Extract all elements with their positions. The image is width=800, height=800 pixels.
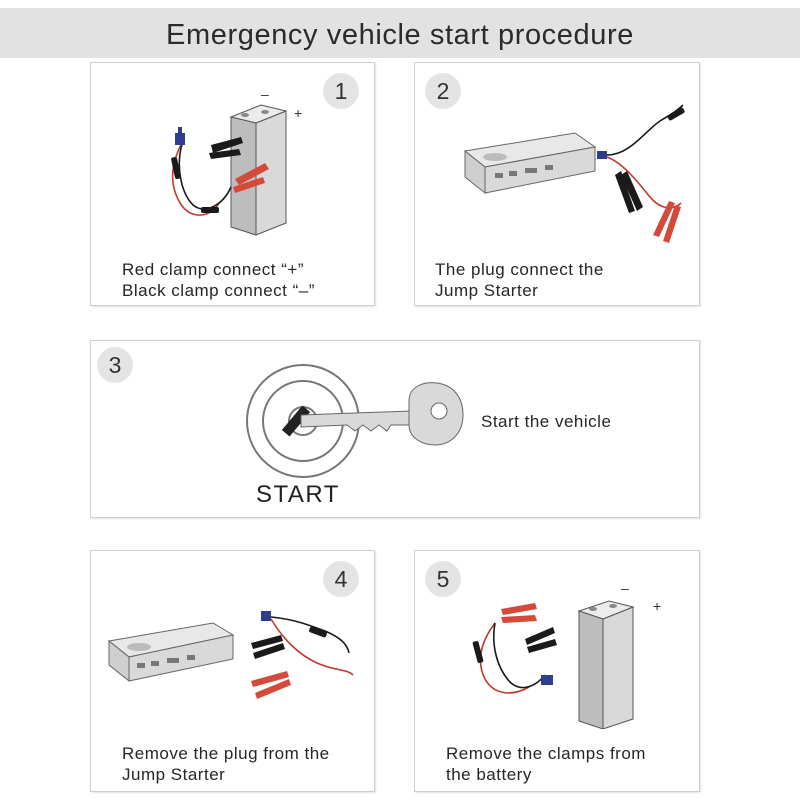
battery-minus-sign: – <box>261 86 269 102</box>
start-label: START <box>256 481 340 508</box>
step-3-caption: Start the vehicle <box>481 411 611 432</box>
jump-starter-unplugged-icon <box>107 611 354 699</box>
step-1-caption-line-2: Black clamp connect “–” <box>122 281 315 300</box>
step-2-caption: The plug connect the Jump Starter <box>435 259 604 301</box>
step-4-panel: 4 Remove the plug from the Jump Starter <box>90 550 375 792</box>
page-title: Emergency vehicle start procedure <box>166 19 634 51</box>
step-5-badge: 5 <box>425 561 461 597</box>
step-4-badge: 4 <box>323 561 359 597</box>
step-2-caption-line-2: Jump Starter <box>435 281 539 300</box>
step-1-panel: 1 – + Red clamp connect “+” Black clamp … <box>90 62 375 306</box>
step-4-caption: Remove the plug from the Jump Starter <box>122 743 330 785</box>
battery-plus-sign: + <box>294 105 302 121</box>
battery-with-clamps-icon: – + <box>171 86 302 236</box>
step-1-caption-line-1: Red clamp connect “+” <box>122 260 304 279</box>
battery-plus-sign: + <box>653 598 661 614</box>
step-1-caption: Red clamp connect “+” Black clamp connec… <box>122 259 315 301</box>
step-3-caption-line-1: Start the vehicle <box>481 412 612 431</box>
step-2-caption-line-1: The plug connect the <box>435 260 604 279</box>
jump-starter-with-plug-icon <box>463 104 685 243</box>
step-2-badge: 2 <box>425 73 461 109</box>
ignition-key-icon <box>246 364 464 478</box>
battery-icon <box>577 600 635 729</box>
step-3-badge: 3 <box>97 347 133 383</box>
step-2-panel: 2 The plug connect the Jump Starter <box>414 62 700 306</box>
step-4-caption-line-1: Remove the plug from the <box>122 744 330 763</box>
battery-with-removed-clamps-icon: – + <box>472 580 661 729</box>
step-1-badge: 1 <box>323 73 359 109</box>
battery-icon <box>229 104 288 236</box>
step-5-panel: 5 – + Remove the clamps from the battery <box>414 550 700 792</box>
step-5-caption-line-2: the battery <box>446 765 532 784</box>
step-3-panel: 3 START Start the vehicle <box>90 340 700 518</box>
step-5-caption-line-1: Remove the clamps from <box>446 744 646 763</box>
header-bar: Emergency vehicle start procedure <box>0 8 800 58</box>
step-4-caption-line-2: Jump Starter <box>122 765 226 784</box>
jump-starter-icon <box>107 622 235 683</box>
jump-starter-icon <box>463 132 597 195</box>
battery-minus-sign: – <box>621 580 629 596</box>
step-5-caption: Remove the clamps from the battery <box>446 743 646 785</box>
